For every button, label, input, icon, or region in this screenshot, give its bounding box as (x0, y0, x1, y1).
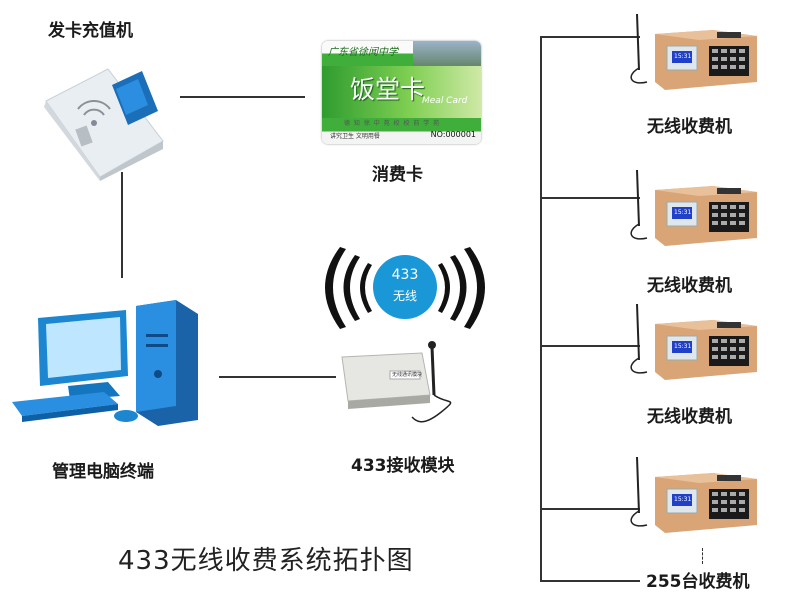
card-number: NO:000001 (430, 130, 476, 139)
computer-icon (12, 300, 198, 426)
terminal-3: 15:31 (625, 302, 765, 396)
terminal-screen-text: 15:31 (674, 496, 692, 503)
pc-label: 管理电脑终端 (52, 462, 154, 482)
wireless-badge: 433 无线 (373, 263, 437, 311)
dash-connector (702, 548, 705, 564)
card-reader-icon (44, 68, 164, 181)
wireless-waves-icon (325, 247, 485, 329)
bus-branch-1 (540, 36, 640, 38)
bus-branch-2 (540, 197, 640, 199)
receiver-label: 433接收模块 (351, 456, 455, 476)
bus-branch-4 (540, 508, 640, 510)
diagram-title: 433无线收费系统拓扑图 (118, 546, 414, 576)
terminal-2-label: 无线收费机 (647, 276, 732, 296)
card-school-name: 广东省徐闻中学 (328, 47, 398, 58)
bus-vertical-line (540, 36, 542, 581)
card-title: 饭堂卡 (350, 75, 426, 104)
card-green-band (322, 66, 481, 118)
line-card-machine-to-pc (121, 172, 123, 278)
bus-branch-5 (540, 580, 640, 582)
meal-card: 广东省徐闻中学 饭堂卡 Meal Card 德 知 徐 中 苑 校 校 前 学 … (322, 41, 481, 144)
terminal-screen-text: 15:31 (674, 343, 692, 350)
terminal-last-label: 255台收费机 (646, 572, 750, 592)
card-slogan: 讲究卫生 文明用餐 (330, 133, 380, 140)
receiver-module-icon (341, 341, 452, 423)
card-machine-label: 发卡充值机 (48, 21, 133, 41)
receiver-plate-text: 无线通讯模块 (392, 372, 423, 378)
bus-branch-3 (540, 345, 640, 347)
terminal-2: 15:31 (625, 168, 765, 262)
card-motto: 德 知 徐 中 苑 校 校 前 学 苑 (344, 120, 441, 127)
line-card-machine-to-card (180, 96, 305, 98)
terminal-3-label: 无线收费机 (647, 407, 732, 427)
pos-terminal-icon (630, 303, 757, 380)
terminal-screen-text: 15:31 (674, 209, 692, 216)
terminal-1-label: 无线收费机 (647, 117, 732, 137)
line-pc-to-receiver (219, 376, 336, 378)
wireless-text: 无线 (392, 289, 417, 303)
terminal-screen-text: 15:31 (674, 53, 692, 60)
pos-terminal-icon (630, 169, 757, 246)
terminal-1: 15:31 (625, 12, 765, 106)
wireless-freq: 433 (391, 267, 419, 283)
card-title-en: Meal Card (422, 96, 468, 106)
pos-terminal-icon (630, 456, 757, 533)
terminal-4: 15:31 (625, 455, 765, 549)
pos-terminal-icon (630, 13, 757, 90)
meal-card-label: 消费卡 (372, 165, 423, 185)
